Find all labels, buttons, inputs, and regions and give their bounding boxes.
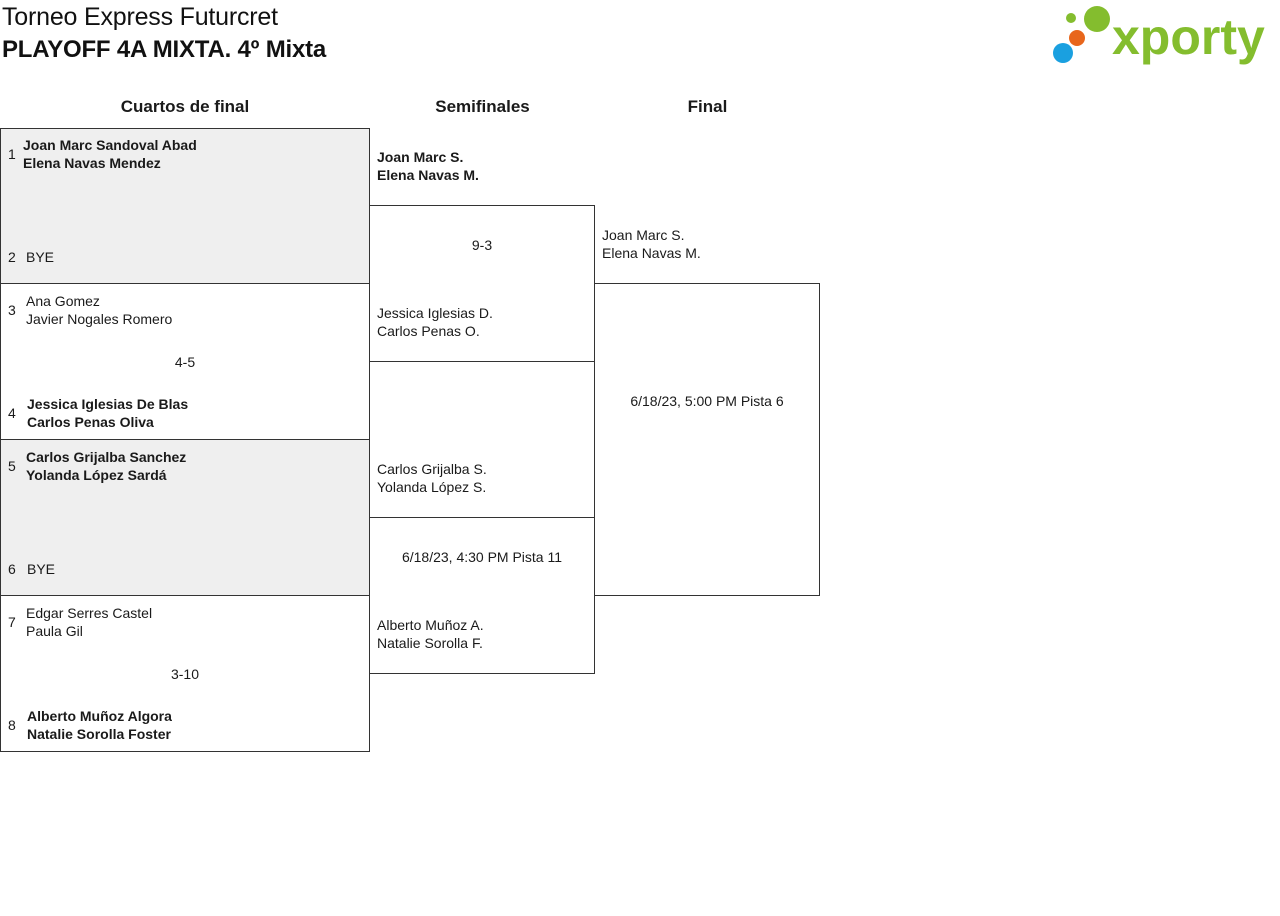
round-header-quarterfinals: Cuartos de final bbox=[120, 97, 250, 116]
seed-number: 5 bbox=[8, 458, 16, 474]
qf-match-3[interactable]: 5 Carlos Grijalba Sanchez Yolanda López … bbox=[0, 439, 370, 596]
sf-match-2[interactable]: 6/18/23, 4:30 PM Pista 11 Alberto Muñoz … bbox=[369, 517, 595, 674]
team-player-1: Carlos Grijalba Sanchez bbox=[26, 449, 187, 465]
tournament-title: Torneo Express Futurcret bbox=[2, 3, 278, 31]
final-match[interactable]: 6/18/23, 5:00 PM Pista 6 bbox=[594, 283, 820, 596]
team-player-1: BYE bbox=[27, 561, 56, 577]
seed-number: 1 bbox=[8, 146, 16, 162]
team-player-2: Natalie Sorolla Foster bbox=[27, 726, 171, 742]
team-player-2: Elena Navas M. bbox=[602, 245, 701, 261]
logo-dot-green-small bbox=[1066, 13, 1076, 23]
qf-match-4[interactable]: 7 Edgar Serres Castel Paula Gil 3-10 8 A… bbox=[0, 595, 370, 752]
team-player-1: Ana Gomez bbox=[26, 293, 100, 309]
sf-1-top-team: Joan Marc S. Elena Navas M. bbox=[370, 128, 595, 206]
team-player-2: Elena Navas M. bbox=[377, 167, 479, 183]
team-player-2: Carlos Penas O. bbox=[377, 323, 480, 339]
final-top-team: Joan Marc S. Elena Navas M. bbox=[595, 206, 820, 284]
sf-2-top-team: Carlos Grijalba S. Yolanda López S. bbox=[370, 440, 595, 518]
xporty-logo: xporty bbox=[1053, 6, 1265, 65]
logo-wordmark: xporty bbox=[1112, 9, 1265, 65]
qf-match-1[interactable]: 1 Joan Marc Sandoval Abad Elena Navas Me… bbox=[0, 128, 370, 284]
round-header-final: Final bbox=[687, 97, 728, 116]
team-player-2: Yolanda López S. bbox=[377, 479, 487, 495]
team-player-1: Jessica Iglesias D. bbox=[377, 305, 493, 321]
team-player-2: Paula Gil bbox=[26, 623, 83, 639]
team-player-2: Javier Nogales Romero bbox=[26, 311, 173, 327]
team-player-1: Alberto Muñoz A. bbox=[377, 617, 484, 633]
sf-match-1[interactable]: 9-3 Jessica Iglesias D. Carlos Penas O. bbox=[369, 205, 595, 362]
team-player-1: Joan Marc S. bbox=[602, 227, 685, 243]
logo-dot-orange bbox=[1069, 30, 1085, 46]
team-player-1: Alberto Muñoz Algora bbox=[27, 708, 172, 724]
team-player-1: Joan Marc Sandoval Abad bbox=[23, 137, 197, 153]
logo-dot-green-large bbox=[1084, 6, 1110, 32]
seed-number: 7 bbox=[8, 614, 16, 630]
round-header-semifinals: Semifinales bbox=[435, 97, 530, 116]
team-player-1: Edgar Serres Castel bbox=[26, 605, 153, 621]
seed-number: 2 bbox=[8, 249, 16, 265]
team-player-2: Carlos Penas Oliva bbox=[27, 414, 154, 430]
seed-number: 6 bbox=[8, 561, 16, 577]
team-player-1: Jessica Iglesias De Blas bbox=[27, 396, 189, 412]
match-schedule: 6/18/23, 5:00 PM Pista 6 bbox=[630, 393, 784, 409]
team-player-1: BYE bbox=[26, 249, 55, 265]
qf-match-2[interactable]: 3 Ana Gomez Javier Nogales Romero 4-5 4 … bbox=[0, 283, 370, 440]
team-player-2: Yolanda López Sardá bbox=[26, 467, 167, 483]
match-schedule: 6/18/23, 4:30 PM Pista 11 bbox=[401, 549, 563, 565]
seed-number: 8 bbox=[8, 717, 16, 733]
match-score: 3-10 bbox=[170, 666, 200, 682]
team-player-2: Elena Navas Mendez bbox=[23, 155, 161, 171]
logo-dot-blue bbox=[1053, 43, 1073, 63]
seed-number: 3 bbox=[8, 302, 16, 318]
team-player-1: Carlos Grijalba S. bbox=[377, 461, 487, 477]
seed-number: 4 bbox=[8, 405, 16, 421]
team-player-2: Natalie Sorolla F. bbox=[377, 635, 483, 651]
category-title: PLAYOFF 4A MIXTA. 4º Mixta bbox=[2, 36, 327, 63]
team-player-1: Joan Marc S. bbox=[377, 149, 464, 165]
match-score: 9-3 bbox=[471, 237, 493, 253]
match-score: 4-5 bbox=[174, 354, 196, 370]
